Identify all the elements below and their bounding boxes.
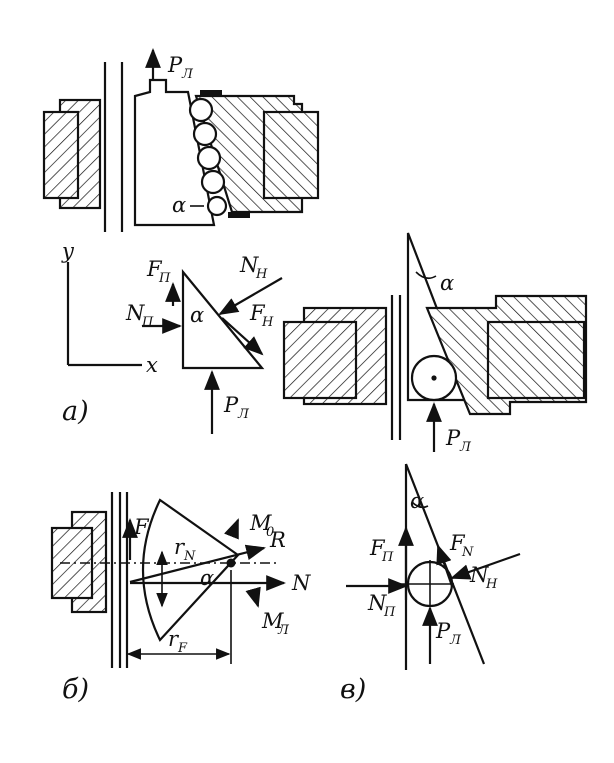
radius-f-sub: F (177, 641, 188, 656)
lift-force-sub-v: Л (459, 440, 472, 455)
y-axis-label: y (61, 239, 75, 263)
normal-n-label: N (239, 253, 259, 277)
friction-roller-label: F (449, 531, 466, 555)
caption-b: б) (62, 674, 89, 705)
moment-0-sub: 0 (266, 525, 274, 540)
roller (206, 195, 228, 217)
normal-n-arrow-v (450, 552, 521, 580)
force-f-label: F (133, 515, 150, 539)
caption-a: а) (62, 396, 89, 427)
normal-label: N (291, 571, 311, 595)
friction-pr-sub-v: П (381, 550, 394, 565)
normal-n-label-v: N (469, 563, 489, 587)
lift-force-sub-v2: Л (449, 633, 462, 648)
wedge-triangle (181, 268, 265, 370)
radius-f-label: r (168, 627, 180, 651)
left-insert-v (282, 320, 358, 400)
top-stop (200, 90, 222, 96)
x-axis-label: x (146, 353, 158, 377)
angle-label-v-top: α (440, 271, 454, 295)
angle-label-a: α (190, 303, 204, 327)
panel-a-top: P Л α (42, 48, 320, 232)
right-insert-v (486, 320, 586, 400)
friction-pr-label: F (146, 257, 163, 281)
friction-n-label: F (249, 301, 266, 325)
normal-n-sub: Н (255, 267, 268, 282)
normal-pr-label: N (125, 301, 145, 325)
roller (200, 169, 226, 195)
friction-n-arrow (221, 317, 264, 356)
panel-b: F r N α R N M 0 M Л r F б) (50, 492, 311, 705)
normal-pr-label-v: N (367, 591, 387, 615)
friction-roller-arrow (436, 544, 454, 587)
panel-v-top: α P Л (282, 232, 588, 455)
angle-arc-v2 (411, 501, 429, 509)
roller-center-v (431, 375, 437, 381)
panel-v-forces: α F П N П F N N Н P Л в) (340, 463, 521, 705)
lift-force-label-a: P (223, 393, 239, 417)
angle-label-v: α (410, 489, 424, 513)
roller (196, 145, 222, 171)
moment-l-sub: Л (277, 623, 290, 638)
panel-a-forces: y x F П N П α N Н F Н P Л а) (61, 239, 283, 434)
friction-roller-sub: N (461, 545, 474, 560)
wedge-block (133, 78, 216, 227)
friction-pr-label-v: F (369, 536, 386, 560)
normal-pr-sub-v: П (383, 605, 396, 620)
lift-force-label-v2: P (435, 619, 451, 643)
moment-0-label: M (249, 511, 272, 535)
friction-pr-sub: П (158, 271, 171, 286)
roller (192, 121, 218, 147)
right-jaw-insert (262, 110, 320, 200)
lift-force-sub-a: Л (237, 407, 250, 422)
radius-n-sub: N (183, 549, 196, 564)
moment-0-arrow (224, 518, 240, 540)
roller (188, 97, 214, 123)
angle-label-a-top: α (172, 193, 186, 217)
eccentric-cam (142, 498, 240, 642)
caption-v: в) (340, 674, 366, 705)
moment-l-label: M (261, 609, 284, 633)
left-jaw-insert (42, 110, 80, 200)
friction-n-sub: Н (261, 315, 274, 330)
resultant-label: R (269, 528, 286, 552)
radius-n-label: r (174, 535, 186, 559)
normal-n-sub-v: Н (485, 577, 498, 592)
cam-pivot (226, 558, 236, 568)
bottom-stop (228, 212, 250, 218)
angle-label-b: α (200, 566, 214, 590)
normal-pr-sub: П (141, 315, 154, 330)
resultant-arrow (129, 544, 266, 584)
lift-force-label-v: P (445, 426, 461, 450)
angle-arc-v (415, 271, 437, 280)
normal-n-arrow (218, 277, 283, 315)
lift-force-sub: Л (181, 67, 194, 82)
moment-l-arrow (245, 586, 261, 608)
lift-force-label: P (167, 53, 183, 77)
